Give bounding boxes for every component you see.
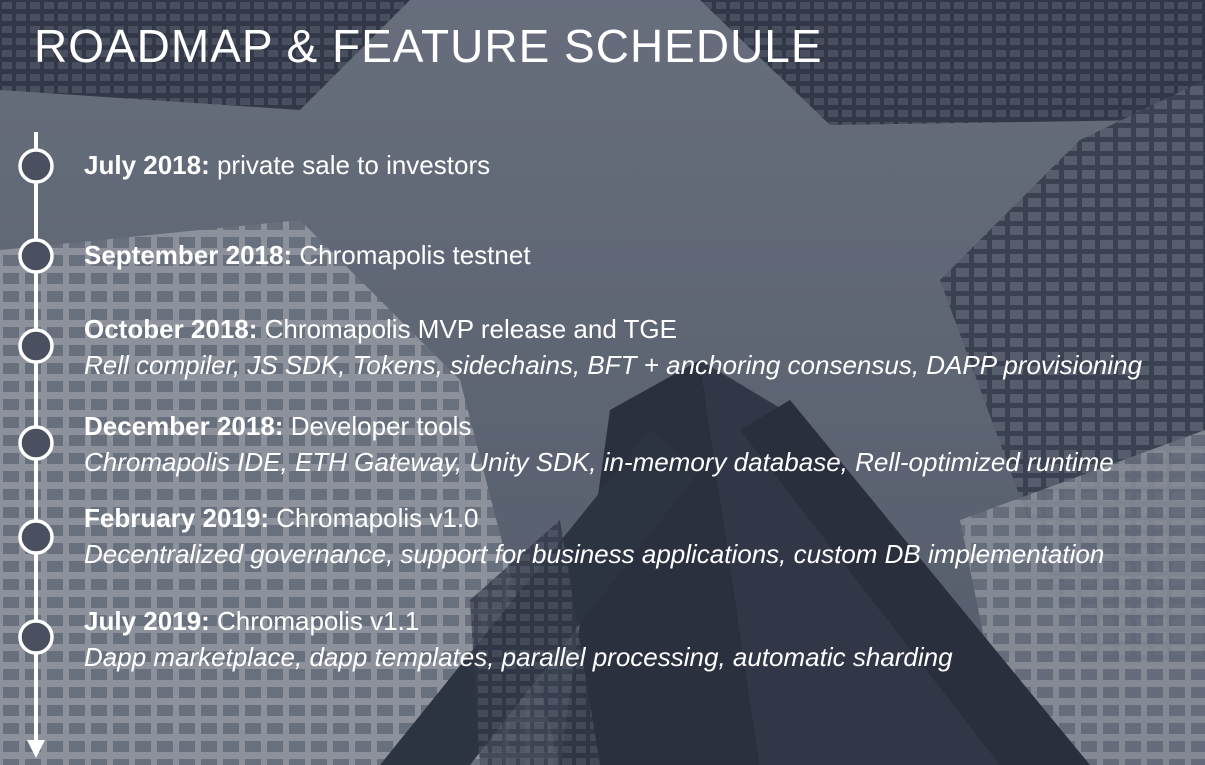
milestone-item: February 2019: Chromapolis v1.0 Decentra… <box>84 501 1104 571</box>
milestone-marker <box>18 328 54 364</box>
milestone-date: December 2018: <box>84 411 284 441</box>
milestone-item: July 2018: private sale to investors <box>84 148 490 182</box>
milestone-heading: February 2019: Chromapolis v1.0 <box>84 501 1104 535</box>
milestone-detail: Chromapolis IDE, ETH Gateway, Unity SDK,… <box>84 447 1114 477</box>
milestone-item: July 2019: Chromapolis v1.1 Dapp marketp… <box>84 604 953 674</box>
milestone-marker <box>18 425 54 461</box>
arrow-down-icon <box>27 740 45 758</box>
milestone-marker <box>18 519 54 555</box>
timeline-line <box>18 132 54 758</box>
milestone-text: Chromapolis testnet <box>292 240 531 270</box>
milestone-text: Chromapolis v1.1 <box>209 606 420 636</box>
milestone-item: September 2018: Chromapolis testnet <box>84 238 531 272</box>
milestone-detail: Rell compiler, JS SDK, Tokens, sidechain… <box>84 350 1143 380</box>
milestone-heading: December 2018: Developer tools <box>84 409 1114 443</box>
milestone-item: December 2018: Developer tools Chromapol… <box>84 409 1114 479</box>
milestone-detail: Dapp marketplace, dapp templates, parall… <box>84 642 953 672</box>
milestone-heading: July 2019: Chromapolis v1.1 <box>84 604 953 638</box>
milestone-marker <box>18 148 54 184</box>
milestone-text: Chromapolis MVP release and TGE <box>257 314 677 344</box>
milestone-marker <box>18 238 54 274</box>
milestone-text: Developer tools <box>283 411 472 441</box>
milestone-text: Chromapolis v1.0 <box>268 503 479 533</box>
page-title: ROADMAP & FEATURE SCHEDULE <box>34 20 823 72</box>
milestone-heading: September 2018: Chromapolis testnet <box>84 238 531 272</box>
milestone-item: October 2018: Chromapolis MVP release an… <box>84 312 1142 382</box>
milestone-date: October 2018: <box>84 314 258 344</box>
milestone-text: private sale to investors <box>209 150 491 180</box>
milestone-date: July 2018: <box>84 150 210 180</box>
milestone-detail: Decentralized governance, support for bu… <box>84 539 1105 569</box>
milestone-date: September 2018: <box>84 240 293 270</box>
milestone-heading: July 2018: private sale to investors <box>84 148 490 182</box>
milestone-marker <box>18 619 54 655</box>
milestone-heading: October 2018: Chromapolis MVP release an… <box>84 312 1142 346</box>
milestone-date: February 2019: <box>84 503 269 533</box>
milestone-date: July 2019: <box>84 606 210 636</box>
